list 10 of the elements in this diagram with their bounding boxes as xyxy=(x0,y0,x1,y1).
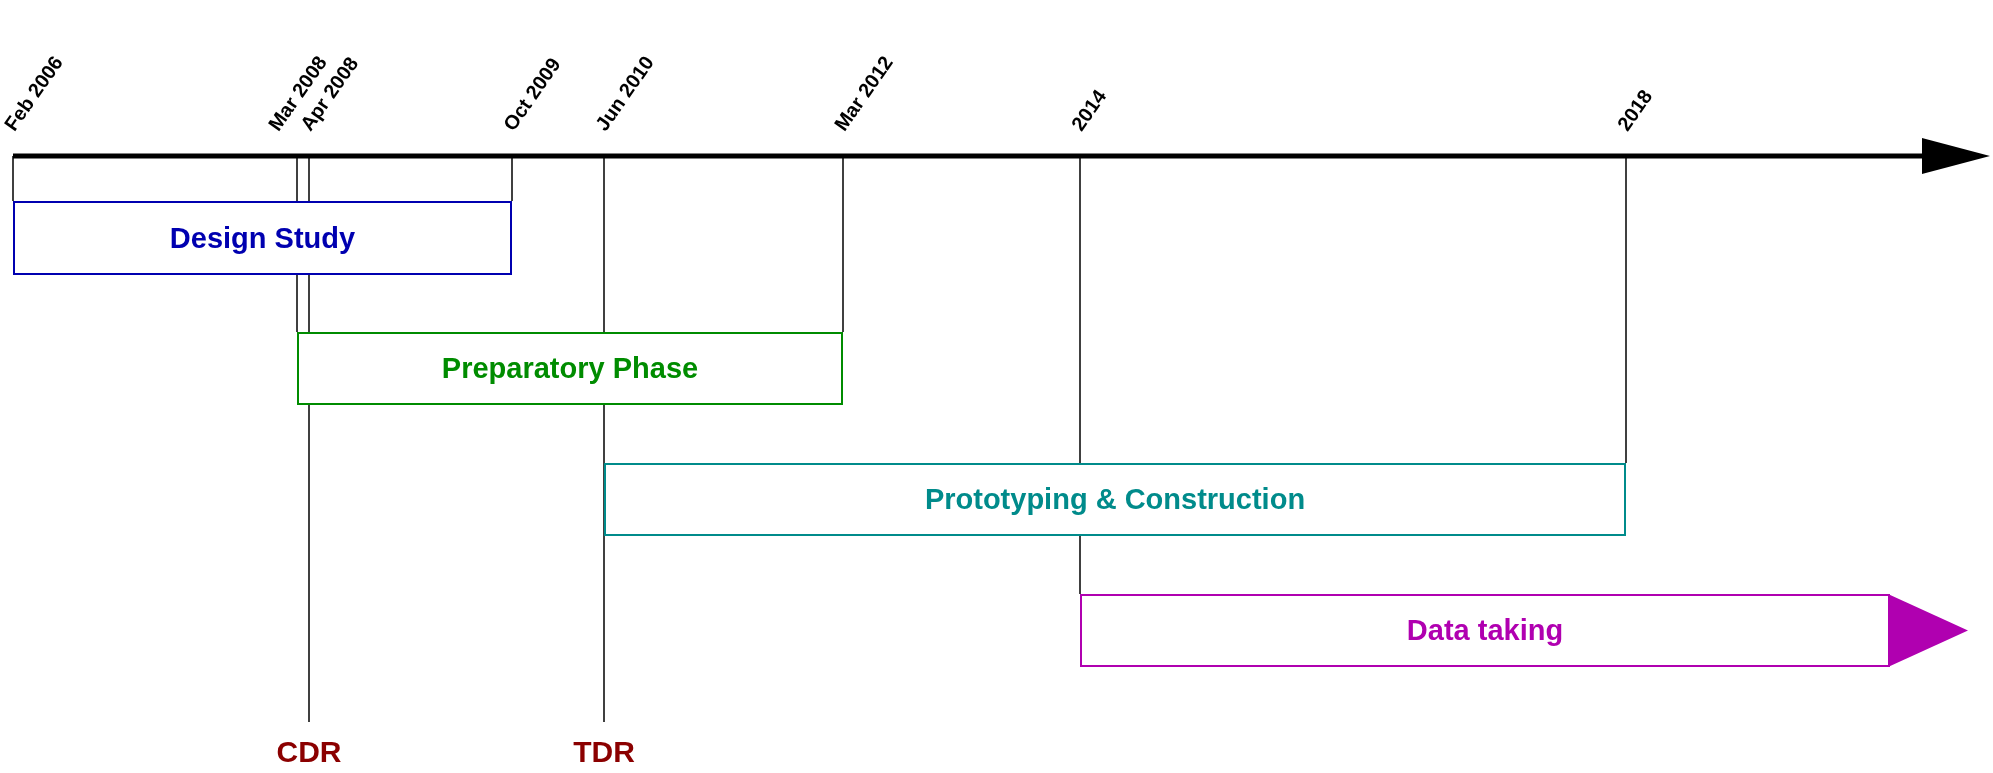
milestone-label: CDR xyxy=(276,735,342,769)
milestone-label: TDR xyxy=(573,735,635,769)
phase-label: Preparatory Phase xyxy=(441,352,699,385)
phase-label: Design Study xyxy=(169,221,356,255)
phase-label: Prototyping & Construction xyxy=(924,483,1306,516)
phase-bar xyxy=(1080,594,1890,667)
phase-bar xyxy=(604,463,1626,536)
phase-bar xyxy=(13,201,512,275)
phase-bar xyxy=(297,332,843,405)
phase-label: Data taking xyxy=(1406,614,1564,647)
